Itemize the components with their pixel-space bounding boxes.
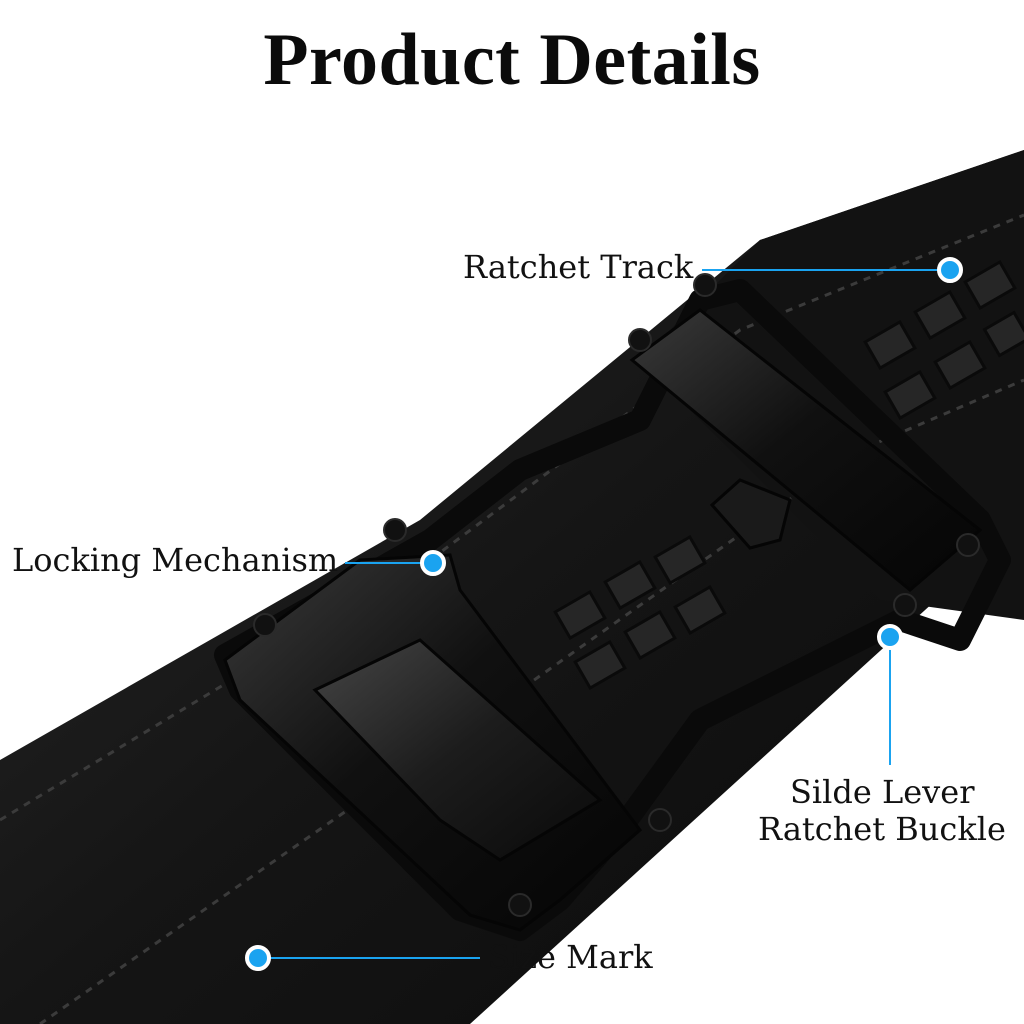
callout-locking-mechanism: Locking Mechanism	[12, 541, 339, 579]
callout-size-mark: Size Mark	[488, 938, 653, 976]
buckle-screws	[253, 273, 980, 917]
slide-lever-bar	[629, 308, 983, 592]
callout-slide-lever-line2: Ratchet Buckle	[758, 810, 1006, 848]
locking-catch	[709, 478, 792, 550]
ratchet-track-lower	[553, 534, 727, 691]
callout-ratchet-track: Ratchet Track	[463, 248, 694, 286]
buckle-plate	[312, 638, 603, 862]
page-title: Product Details	[263, 19, 761, 101]
ratchet-track-upper	[863, 259, 1024, 421]
marker-dots	[245, 257, 963, 971]
stitching-line	[0, 213, 1024, 822]
callout-slide-lever-line1: Silde Lever	[790, 773, 975, 811]
callout-lines	[258, 269, 950, 959]
